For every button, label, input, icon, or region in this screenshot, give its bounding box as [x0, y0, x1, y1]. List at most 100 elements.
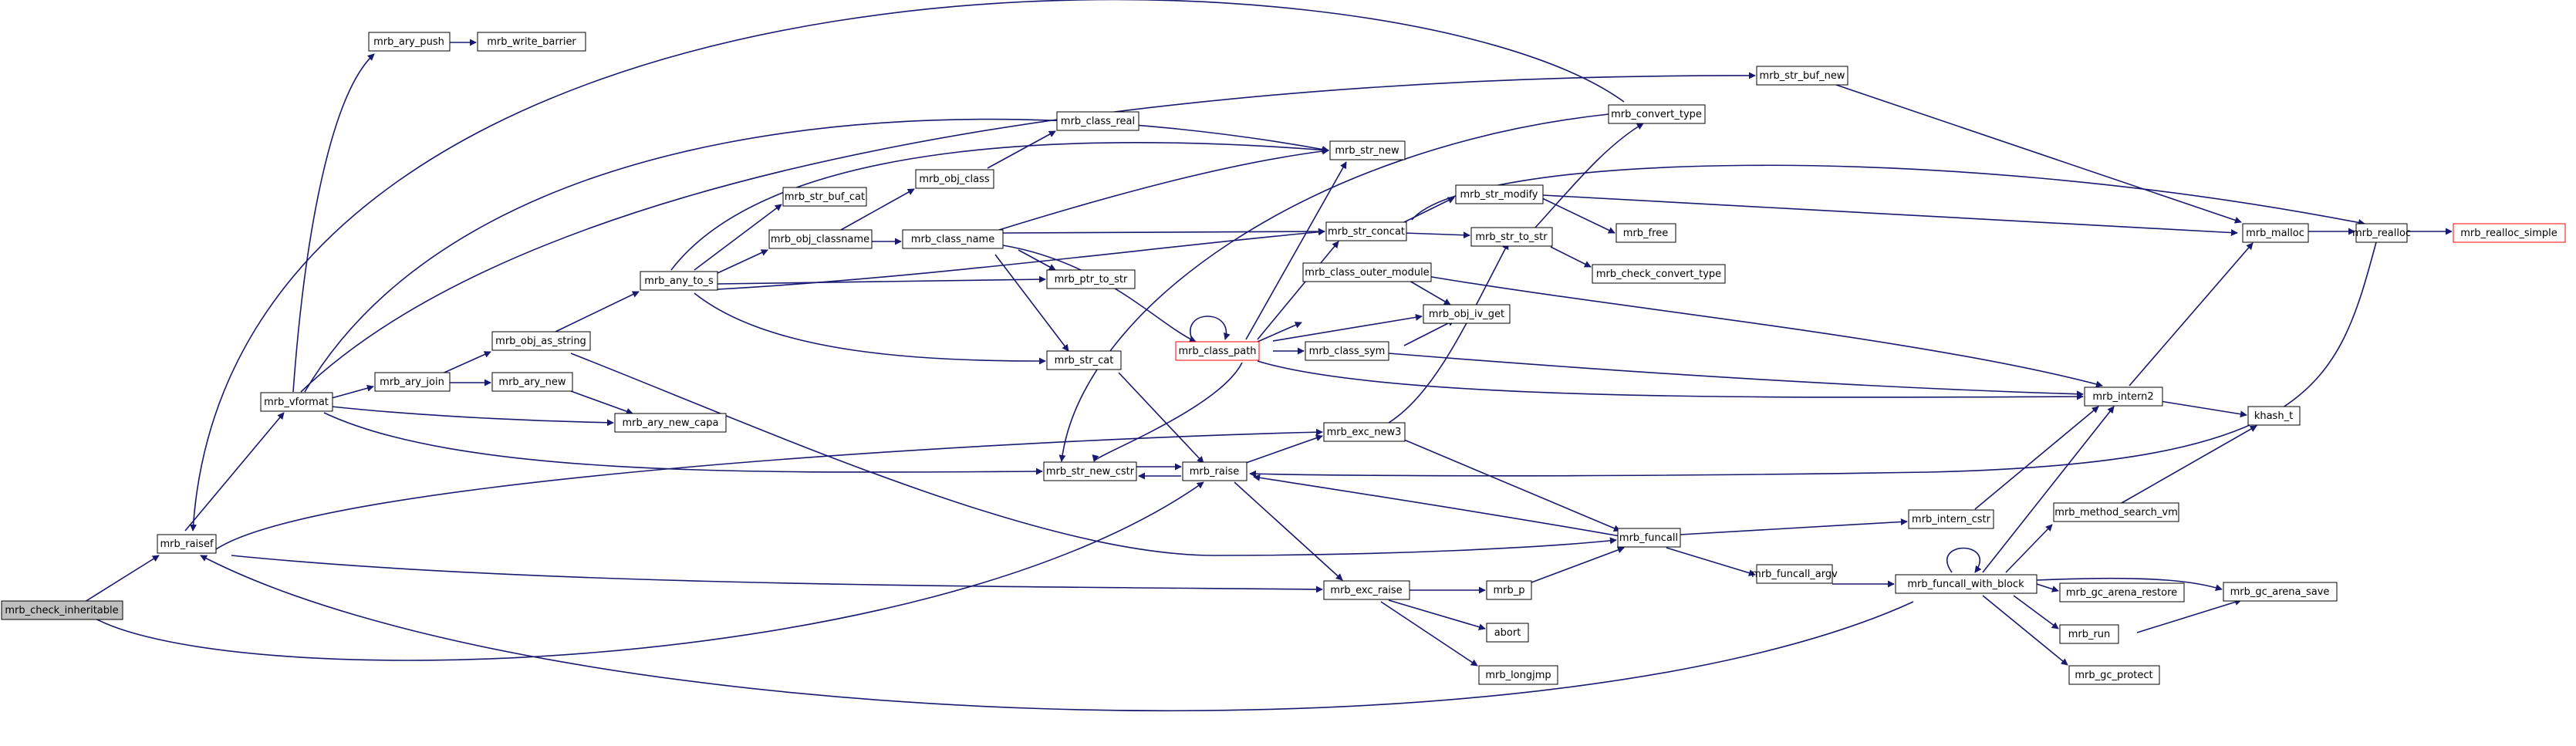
node-label: mrb_ary_join	[380, 376, 444, 388]
node-mrb-gc-arena-save[interactable]: mrb_gc_arena_save	[2223, 582, 2338, 602]
node-mrb-intern-cstr[interactable]: mrb_intern_cstr	[1908, 509, 1994, 529]
edge-str-buf-new-malloc	[1835, 84, 2242, 224]
call-nodes: mrb_check_inheritable mrb_raisef mrb_vfo…	[1, 32, 2566, 685]
edge-class-sym-intern2	[1388, 353, 2084, 398]
node-mrb-gc-arena-restore[interactable]: mrb_gc_arena_restore	[2059, 582, 2185, 603]
node-mrb-str-concat[interactable]: mrb_str_concat	[1325, 221, 1407, 241]
node-mrb-obj-classname[interactable]: mrb_obj_classname	[768, 229, 873, 249]
node-label: mrb_intern_cstr	[1912, 514, 1991, 525]
node-label: mrb_ary_push	[373, 36, 444, 48]
node-mrb-class-path[interactable]: mrb_class_path	[1175, 341, 1260, 361]
node-label: mrb_raisef	[160, 538, 213, 550]
node-mrb-str-new-cstr[interactable]: mrb_str_new_cstr	[1043, 461, 1137, 481]
node-mrb-method-search-vm[interactable]: mrb_method_search_vm	[2053, 502, 2179, 522]
node-mrb-obj-class[interactable]: mrb_obj_class	[915, 169, 994, 189]
node-mrb-realloc-simple[interactable]: mrb_realloc_simple	[2453, 223, 2566, 243]
node-mrb-ary-new-capa[interactable]: mrb_ary_new_capa	[614, 413, 727, 433]
edge-class-name-ptr-to-str	[1018, 249, 1056, 271]
edge-realloc-raise	[1249, 241, 2377, 478]
node-mrb-ary-push[interactable]: mrb_ary_push	[368, 32, 451, 52]
edge-funcall-with-block-self	[1946, 547, 1982, 573]
edge-vformat-ary-new-capa	[331, 406, 614, 427]
node-mrb-obj-as-string[interactable]: mrb_obj_as_string	[491, 331, 591, 351]
node-mrb-funcall-argv[interactable]: mrb_funcall_argv	[1751, 564, 1838, 584]
node-mrb-funcall-with-block[interactable]: mrb_funcall_with_block	[1895, 574, 2038, 594]
node-label: mrb_class_path	[1178, 346, 1256, 357]
edge-vformat-str-new	[304, 118, 1329, 393]
node-label: khash_t	[2254, 410, 2293, 422]
node-label: mrb_obj_class	[919, 174, 990, 185]
node-mrb-ptr-to-str[interactable]: mrb_ptr_to_str	[1046, 269, 1136, 289]
edge-any-to-s-ptr-to-str	[717, 275, 1046, 285]
node-label: mrb_run	[2068, 629, 2111, 640]
node-mrb-check-convert-type[interactable]: mrb_check_convert_type	[1592, 264, 1726, 284]
node-mrb-obj-iv-get[interactable]: mrb_obj_iv_get	[1423, 304, 1511, 324]
edge-class-path-obj-iv-get	[1272, 313, 1423, 342]
edge-funcall-with-block-intern2	[1982, 406, 2115, 573]
node-mrb-vformat[interactable]: mrb_vformat	[260, 392, 333, 412]
node-label: mrb_str_buf_new	[1760, 70, 1845, 82]
node-mrb-str-new[interactable]: mrb_str_new	[1329, 140, 1406, 160]
edge-raisef-exc-new3	[215, 428, 1323, 550]
node-mrb-free[interactable]: mrb_free	[1615, 223, 1676, 243]
node-mrb-str-buf-cat[interactable]: mrb_str_buf_cat	[782, 187, 867, 207]
node-label: mrb_obj_iv_get	[1429, 309, 1504, 320]
node-mrb-run[interactable]: mrb_run	[2059, 624, 2119, 644]
node-mrb-malloc[interactable]: mrb_malloc	[2242, 223, 2309, 243]
node-mrb-str-buf-new[interactable]: mrb_str_buf_new	[1756, 66, 1848, 86]
node-mrb-exc-raise[interactable]: mrb_exc_raise	[1323, 580, 1410, 600]
edge-vformat-str-buf-new	[300, 72, 1756, 393]
node-label: mrb_exc_raise	[1330, 585, 1402, 596]
edge-class-path-self	[1190, 316, 1231, 340]
node-label: mrb_malloc	[2246, 228, 2304, 239]
node-mrb-gc-protect[interactable]: mrb_gc_protect	[2068, 665, 2160, 685]
edge-ary-new-ary-new-capa	[570, 390, 633, 415]
node-mrb-longjmp[interactable]: mrb_longjmp	[1478, 665, 1558, 685]
node-mrb-raisef[interactable]: mrb_raisef	[157, 534, 217, 554]
node-khash-t[interactable]: khash_t	[2247, 406, 2301, 426]
node-mrb-convert-type[interactable]: mrb_convert_type	[1608, 104, 1706, 124]
node-label: mrb_str_to_str	[1475, 231, 1548, 243]
node-label: mrb_str_concat	[1328, 226, 1405, 238]
edge-funcall-with-block-gc-arena-restore	[2036, 583, 2059, 592]
edge-funcall-with-block-gc-arena-save	[2036, 577, 2223, 591]
node-mrb-str-modify[interactable]: mrb_str_modify	[1455, 184, 1544, 204]
node-mrb-str-to-str[interactable]: mrb_str_to_str	[1470, 227, 1553, 247]
node-mrb-class-outer-module[interactable]: mrb_class_outer_module	[1302, 262, 1432, 282]
node-mrb-realloc[interactable]: mrb_realloc	[2352, 223, 2411, 243]
edge-exc-new3-str-to-str	[1388, 242, 1509, 424]
node-mrb-ary-new[interactable]: mrb_ary_new	[491, 372, 573, 392]
node-label: mrb_free	[1623, 228, 1668, 239]
node-mrb-class-sym[interactable]: mrb_class_sym	[1305, 341, 1389, 361]
node-mrb-funcall[interactable]: mrb_funcall	[1617, 528, 1681, 548]
edge-obj-classname-obj-class	[840, 188, 915, 231]
node-mrb-class-name[interactable]: mrb_class_name	[902, 229, 1004, 249]
node-mrb-check-inheritable[interactable]: mrb_check_inheritable	[1, 600, 123, 620]
node-mrb-raise[interactable]: mrb_raise	[1182, 461, 1247, 481]
edge-funcall-raise	[1253, 474, 1621, 537]
edge-obj-as-string-funcall	[570, 353, 1617, 556]
node-mrb-p[interactable]: mrb_p	[1486, 580, 1532, 600]
node-label: mrb_realloc	[2352, 228, 2411, 239]
node-mrb-class-real[interactable]: mrb_class_real	[1056, 111, 1139, 131]
edge-class-sym-obj-iv-get	[1403, 319, 1455, 346]
node-label: mrb_raise	[1190, 466, 1239, 478]
node-label: mrb_realloc_simple	[2460, 228, 2557, 239]
node-mrb-any-to-s[interactable]: mrb_any_to_s	[640, 271, 718, 291]
edge-exc-raise-longjmp	[1380, 601, 1478, 667]
node-label: mrb_gc_arena_save	[2230, 586, 2330, 598]
node-mrb-exc-new3[interactable]: mrb_exc_new3	[1323, 422, 1406, 442]
node-label: mrb_gc_arena_restore	[2066, 587, 2177, 599]
edge-exc-raise-abort	[1388, 599, 1486, 631]
edge-funcall-with-block-gc-protect	[1982, 595, 2068, 666]
node-label: mrb_class_sym	[1309, 346, 1386, 357]
node-mrb-write-barrier[interactable]: mrb_write_barrier	[477, 32, 586, 52]
node-mrb-intern2[interactable]: mrb_intern2	[2084, 387, 2163, 407]
edge-obj-class-class-real	[987, 130, 1056, 169]
node-abort[interactable]: abort	[1486, 623, 1529, 643]
edge-funcall-with-block-raisef	[200, 555, 1914, 711]
node-label: mrb_p	[1493, 585, 1524, 596]
node-mrb-ary-join[interactable]: mrb_ary_join	[374, 372, 451, 392]
node-mrb-str-cat[interactable]: mrb_str_cat	[1046, 350, 1122, 370]
edge-vformat-str-new-cstr	[323, 412, 1043, 475]
